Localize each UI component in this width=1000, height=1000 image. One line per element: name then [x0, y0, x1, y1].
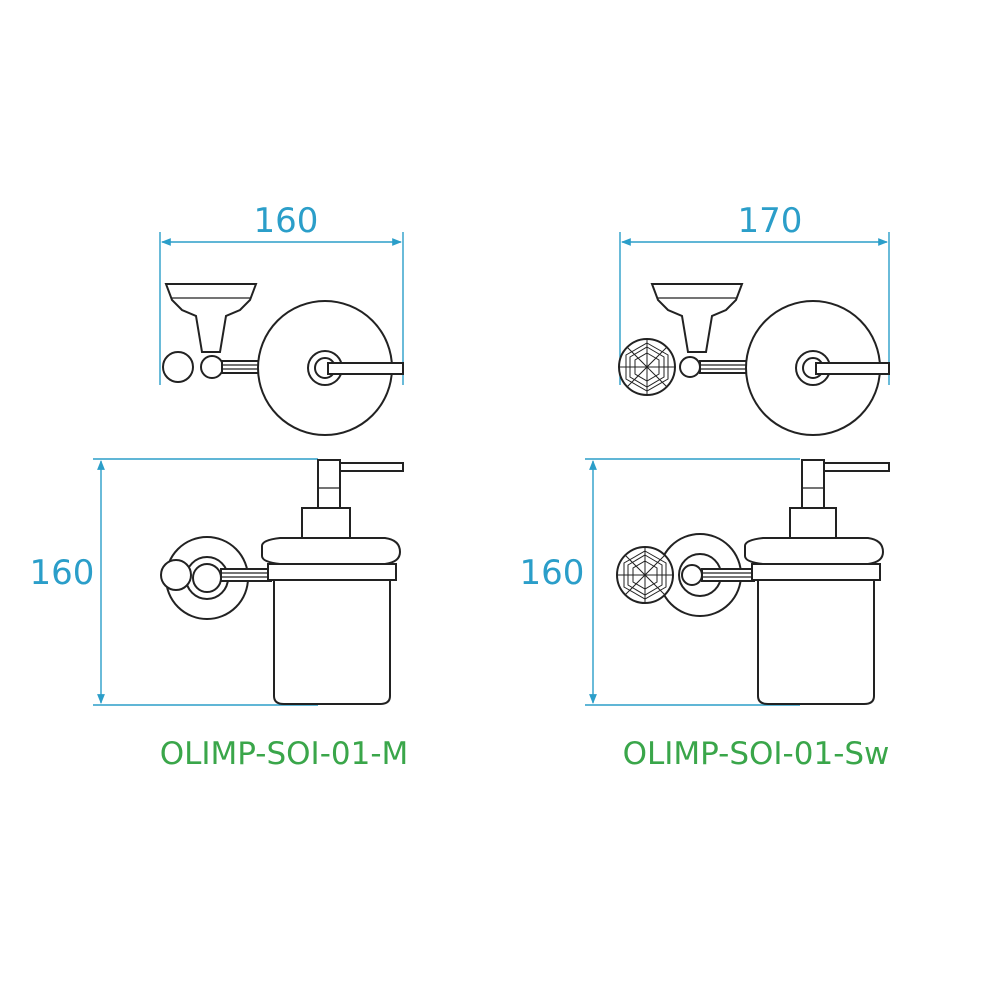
glass-container	[273, 579, 391, 705]
height-dimension-label: 160	[30, 553, 95, 593]
crystal-knob	[616, 546, 674, 604]
front-view-right: 160	[520, 458, 890, 706]
pump-stem	[317, 459, 341, 511]
model-label: OLIMP-SOI-01-M	[160, 736, 409, 772]
container-lid	[744, 537, 885, 565]
width-dimension-label: 170	[738, 201, 803, 241]
front-view-left: 160	[30, 458, 404, 706]
top-view-left: 160	[159, 201, 404, 436]
pump-spout	[339, 462, 404, 472]
product-right: 170	[520, 201, 890, 772]
crystal-knob	[618, 338, 676, 396]
model-label: OLIMP-SOI-01-Sw	[623, 736, 890, 772]
pump-spout	[823, 462, 890, 472]
top-view-right: 170	[618, 201, 890, 436]
width-dimension-label: 160	[254, 201, 319, 241]
height-dimension-label: 160	[520, 553, 585, 593]
pump-stem	[801, 459, 825, 511]
ball-knob	[162, 351, 194, 383]
glass-container	[757, 579, 875, 705]
product-left: 160 160	[30, 201, 409, 772]
container-lid	[261, 537, 402, 565]
